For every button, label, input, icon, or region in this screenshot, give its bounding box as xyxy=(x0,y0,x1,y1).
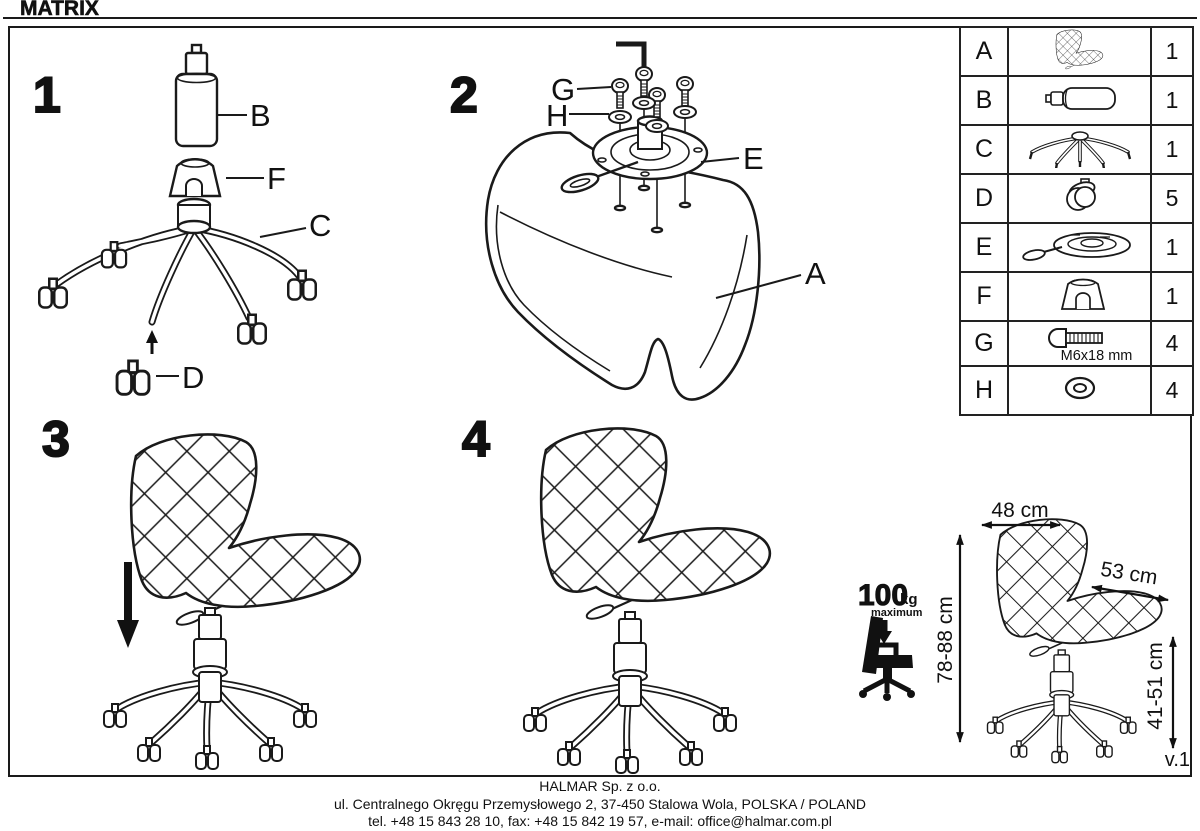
footer-company: HALMAR Sp. z o.o. xyxy=(539,778,661,794)
label-part-a: A xyxy=(805,256,826,291)
step3-diagram: 3 xyxy=(41,410,362,769)
part-qty: 1 xyxy=(1150,26,1194,77)
table-row-g: G M6x18 mm 4 xyxy=(959,320,1194,367)
dim-back-width-label: 48 cm xyxy=(991,499,1048,522)
chair-silhouette-icon xyxy=(859,616,915,701)
max-load-unit: kg xyxy=(900,591,918,608)
seat-shell-icon xyxy=(1007,26,1152,77)
cone-cover-drawing xyxy=(168,158,222,198)
label-part-g: G xyxy=(551,72,575,107)
step3-down-arrow xyxy=(117,562,139,648)
part-qty: 4 xyxy=(1150,320,1194,367)
step3-seat-shell xyxy=(129,433,362,629)
table-row-h: H 4 xyxy=(959,365,1194,416)
part-letter: H xyxy=(959,365,1009,416)
part-qty: 1 xyxy=(1150,271,1194,322)
table-row-b: B 1 xyxy=(959,75,1194,126)
label-part-b: B xyxy=(250,98,271,133)
gas-lift-drawing xyxy=(174,43,219,148)
part-qty: 1 xyxy=(1150,222,1194,273)
step4-diagram: 4 xyxy=(461,410,772,773)
step3-number: 3 xyxy=(42,411,70,467)
allen-key-drawing xyxy=(616,41,647,76)
page-title: MATRIX xyxy=(20,0,100,20)
gas-lift-icon xyxy=(1007,75,1152,126)
max-load-note: maximum xyxy=(871,607,923,619)
part-qty: 5 xyxy=(1150,173,1194,224)
label-part-e: E xyxy=(743,141,764,176)
footer-contact: tel. +48 15 843 28 10, fax: +48 15 842 1… xyxy=(368,813,832,829)
footer: HALMAR Sp. z o.o. ul. Centralnego Okręgu… xyxy=(0,778,1200,831)
dim-seat-depth-label: 53 cm xyxy=(1099,558,1159,590)
part-letter: G xyxy=(959,320,1009,367)
parts-table: A 1 B 1 C xyxy=(959,26,1194,416)
title-underline xyxy=(3,17,1197,19)
part-letter: A xyxy=(959,26,1009,77)
table-row-f: F 1 xyxy=(959,271,1194,322)
part-letter: B xyxy=(959,75,1009,126)
part-letter: C xyxy=(959,124,1009,175)
max-load-value: 100 xyxy=(858,579,908,612)
bolt-icon: M6x18 mm xyxy=(1007,320,1152,367)
label-part-f: F xyxy=(267,161,286,196)
step2-diagram: 2 xyxy=(449,41,826,401)
step1-diagram: 1 B F xyxy=(32,43,331,396)
washer-icon xyxy=(1007,365,1152,416)
part-qty: 4 xyxy=(1150,365,1194,416)
table-row-c: C 1 xyxy=(959,124,1194,175)
step1-number: 1 xyxy=(33,67,61,123)
label-part-c: C xyxy=(309,208,331,243)
dim-chair-shell xyxy=(996,518,1163,660)
cone-cover-icon xyxy=(1007,271,1152,322)
part-letter: E xyxy=(959,222,1009,273)
dim-seat-height-label: 41-51 cm xyxy=(1144,642,1167,730)
star-base-icon xyxy=(1007,124,1152,175)
table-row-a: A 1 xyxy=(959,26,1194,77)
part-qty: 1 xyxy=(1150,124,1194,175)
version-label: v.1 xyxy=(1165,749,1190,771)
table-row-e: E 1 xyxy=(959,222,1194,273)
part-letter: F xyxy=(959,271,1009,322)
mechanism-plate-drawing xyxy=(560,115,709,194)
table-row-d: D 5 xyxy=(959,173,1194,224)
step2-number: 2 xyxy=(450,67,478,123)
part-letter: D xyxy=(959,173,1009,224)
step4-number: 4 xyxy=(462,411,490,467)
label-part-d: D xyxy=(182,360,204,395)
mechanism-plate-icon xyxy=(1007,222,1152,273)
seat-shell-underside-drawing xyxy=(484,131,761,401)
dim-seat-depth-arrow xyxy=(1090,584,1170,603)
step4-base xyxy=(524,612,736,773)
bolts-and-washers-drawing xyxy=(608,66,697,133)
step4-seat-shell xyxy=(539,427,772,623)
caster-icon xyxy=(1007,173,1152,224)
star-base-drawing xyxy=(38,197,317,345)
step3-base xyxy=(104,608,316,769)
dim-total-height-label: 78-88 cm xyxy=(934,596,957,684)
footer-address: ul. Centralnego Okręgu Przemysłowego 2, … xyxy=(333,795,866,812)
loose-caster-drawing xyxy=(115,330,158,396)
dim-chair-base xyxy=(988,650,1136,763)
bolt-size-note: M6x18 mm xyxy=(1060,347,1133,364)
max-load-icon: 100 kg maximum xyxy=(858,579,923,701)
part-qty: 1 xyxy=(1150,75,1194,126)
dimension-figure: 48 cm 53 cm 78-88 cm 41-51 cm v.1 xyxy=(934,499,1190,771)
label-part-h: H xyxy=(546,98,568,133)
